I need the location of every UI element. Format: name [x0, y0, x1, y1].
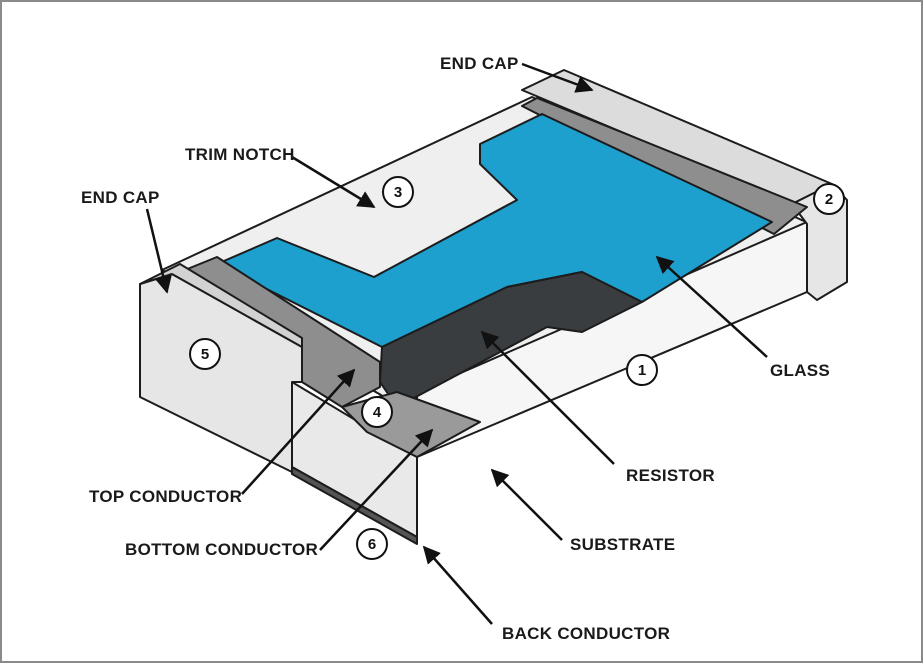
badge-5: 5	[189, 338, 221, 370]
label-substrate: SUBSTRATE	[570, 535, 675, 554]
resistor-layer	[379, 271, 643, 408]
leader-glass	[655, 255, 768, 358]
leader-top-conductor	[241, 368, 356, 495]
leader-resistor	[480, 330, 615, 465]
svg-text:5: 5	[201, 346, 209, 363]
leader-bottom-conductor	[319, 428, 434, 551]
svg-text:3: 3	[394, 184, 402, 201]
badge-6: 6	[356, 528, 388, 560]
badge-1: 1	[626, 354, 658, 386]
label-bottom-conductor: BOTTOM CONDUCTOR	[125, 540, 318, 559]
leader-end-cap-top	[521, 62, 594, 93]
leader-back-conductor	[422, 545, 493, 625]
svg-text:1: 1	[638, 362, 646, 379]
label-end-cap-top: END CAP	[440, 54, 519, 73]
badge-4: 4	[361, 396, 393, 428]
label-end-cap-left: END CAP	[81, 188, 160, 207]
label-resistor: RESISTOR	[626, 466, 715, 485]
label-trim-notch: TRIM NOTCH	[185, 145, 295, 164]
label-glass: GLASS	[770, 361, 830, 380]
leader-end-cap-left	[145, 208, 172, 294]
label-back-conductor: BACK CONDUCTOR	[502, 624, 670, 643]
leader-substrate	[490, 468, 563, 541]
badge-3: 3	[382, 176, 414, 208]
svg-text:2: 2	[825, 191, 833, 208]
svg-text:6: 6	[368, 536, 376, 553]
svg-text:4: 4	[373, 404, 382, 421]
leader-trim-notch	[291, 155, 376, 209]
label-top-conductor: TOP CONDUCTOR	[89, 487, 242, 506]
badge-2: 2	[813, 183, 845, 215]
